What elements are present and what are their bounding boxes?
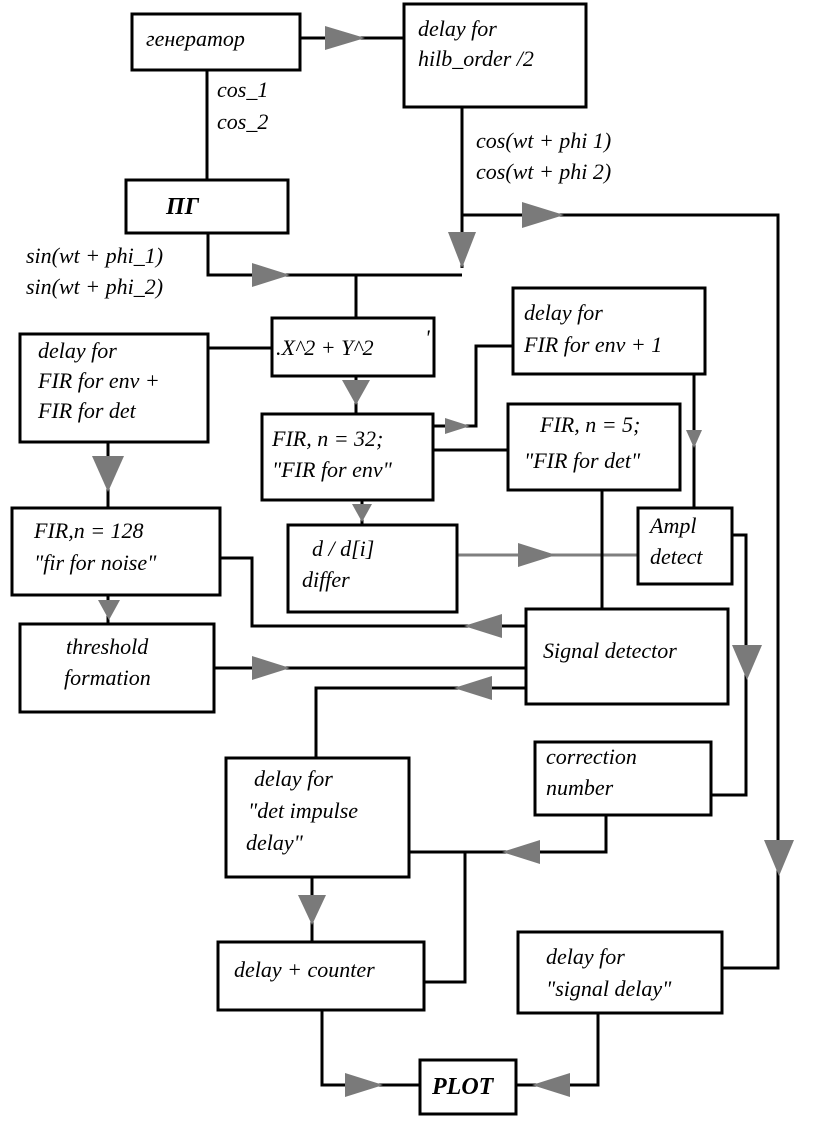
block-label: FIR for env + (37, 368, 160, 393)
arrow-down-icon (732, 645, 762, 680)
block-signal-detector: Signal detector (524, 607, 730, 706)
wire-signal-delay-to-plot (516, 1013, 600, 1087)
block-fir-env: FIR, n = 32; "FIR for env" (260, 412, 435, 502)
block-fir-det: FIR, n = 5; "FIR for det" (506, 402, 682, 492)
arrow-down-icon (764, 840, 794, 876)
block-label: Signal detector (543, 638, 677, 663)
signal-label-cos-wt-2: cos(wt + phi 2) (476, 159, 611, 184)
signal-label-sin-wt-1: sin(wt + phi_1) (26, 243, 163, 268)
block-label: delay for (38, 338, 117, 363)
arrow-down-icon (98, 600, 120, 620)
wire-join-to-counter (424, 852, 467, 984)
block-correction-number: correction number (533, 740, 713, 817)
arrow-right-icon (252, 656, 290, 680)
arrow-left-icon (532, 1073, 570, 1097)
wire-pg-to-merge (206, 233, 462, 277)
block-label: correction (546, 744, 637, 769)
block-differ: d / d[i] differ (286, 523, 459, 614)
signal-label-cos-2: cos_2 (217, 109, 268, 134)
wire-correction-to-join (409, 815, 608, 854)
block-label: FIR for env + 1 (523, 332, 662, 357)
arrow-down-icon (686, 430, 702, 448)
wire-fir-env-to-delay1 (433, 344, 513, 428)
block-label: number (546, 775, 614, 800)
block-delay-fir-env-1: delay for FIR for env + 1 (511, 286, 707, 376)
signal-label-cos-1: cos_1 (217, 77, 268, 102)
arrow-down-icon (448, 232, 476, 268)
block-label: delay" (246, 830, 304, 855)
block-label: formation (64, 665, 151, 690)
block-label: hilb_order /2 (418, 46, 534, 71)
tick-mark: ' (425, 325, 430, 350)
arrow-right-icon (252, 263, 290, 287)
block-label: .X^2 + Y^2 (276, 335, 374, 360)
arrow-down-icon (92, 456, 124, 492)
block-label: FIR,n = 128 (33, 518, 144, 543)
block-label: d / d[i] (312, 536, 374, 561)
block-label: генератор (146, 26, 245, 51)
arrow-down-icon (342, 380, 370, 405)
block-label: threshold (66, 634, 149, 659)
block-plot: PLOT (418, 1058, 518, 1116)
block-delay-hilb: delay for hilb_order /2 (402, 2, 588, 109)
signal-label-sin-wt-2: sin(wt + phi_2) (26, 274, 163, 299)
wire-fir-noise-to-detector (220, 556, 526, 628)
block-label: FIR for det (37, 398, 137, 423)
arrow-right-icon (518, 543, 556, 567)
block-label: FIR, n = 32; (271, 426, 383, 451)
block-delay-fir-env-det: delay for FIR for env + FIR for det (18, 332, 210, 444)
block-fir-noise: FIR,n = 128 "fir for noise" (10, 506, 222, 597)
signal-label-cos-wt-1: cos(wt + phi 1) (476, 128, 611, 153)
block-label: "det impulse (248, 798, 358, 823)
block-delay-counter: delay + counter (216, 940, 426, 1012)
wire-counter-to-plot (320, 1010, 420, 1087)
wire-detector-to-delay-impulse (314, 686, 526, 758)
arrow-down-icon (298, 895, 326, 925)
signal-labels: cos_1 cos_2 cos(wt + phi 1) cos(wt + phi… (26, 77, 611, 299)
block-label: Ampl (648, 513, 696, 538)
block-label: PLOT (431, 1074, 495, 1100)
block-label: differ (302, 567, 350, 592)
block-label: detect (650, 544, 703, 569)
block-label: delay for (546, 944, 625, 969)
block-label: "signal delay" (546, 976, 672, 1001)
block-label: delay for (418, 16, 497, 41)
block-threshold-formation: threshold formation (18, 622, 216, 714)
block-sum-squares: .X^2 + Y^2 ' (270, 316, 436, 378)
wire-right-bus (462, 213, 780, 970)
arrow-right-icon (445, 418, 470, 434)
block-pg: ПГ (124, 178, 290, 235)
block-generator: генератор (130, 12, 302, 72)
block-label: "FIR for env" (272, 457, 393, 482)
arrow-left-icon (502, 840, 540, 864)
block-label: "fir for noise" (34, 550, 157, 575)
block-ampl-detect: Ampl detect (636, 506, 734, 586)
block-delay-signal: delay for "signal delay" (516, 930, 724, 1015)
block-label: delay + counter (234, 957, 375, 982)
arrow-left-icon (454, 676, 492, 700)
arrow-right-icon (522, 202, 564, 228)
arrow-right-icon (345, 1073, 383, 1097)
block-label: "FIR for det" (524, 448, 641, 473)
arrow-right-icon (325, 26, 365, 50)
arrow-left-icon (464, 614, 502, 638)
block-label: delay for (524, 300, 603, 325)
block-label: FIR, n = 5; (539, 412, 640, 437)
block-label: ПГ (165, 194, 200, 220)
block-delay-det-impulse: delay for "det impulse delay" (224, 756, 411, 879)
arrowheads (92, 26, 794, 1097)
arrow-down-icon (352, 504, 372, 522)
block-label: delay for (254, 766, 333, 791)
